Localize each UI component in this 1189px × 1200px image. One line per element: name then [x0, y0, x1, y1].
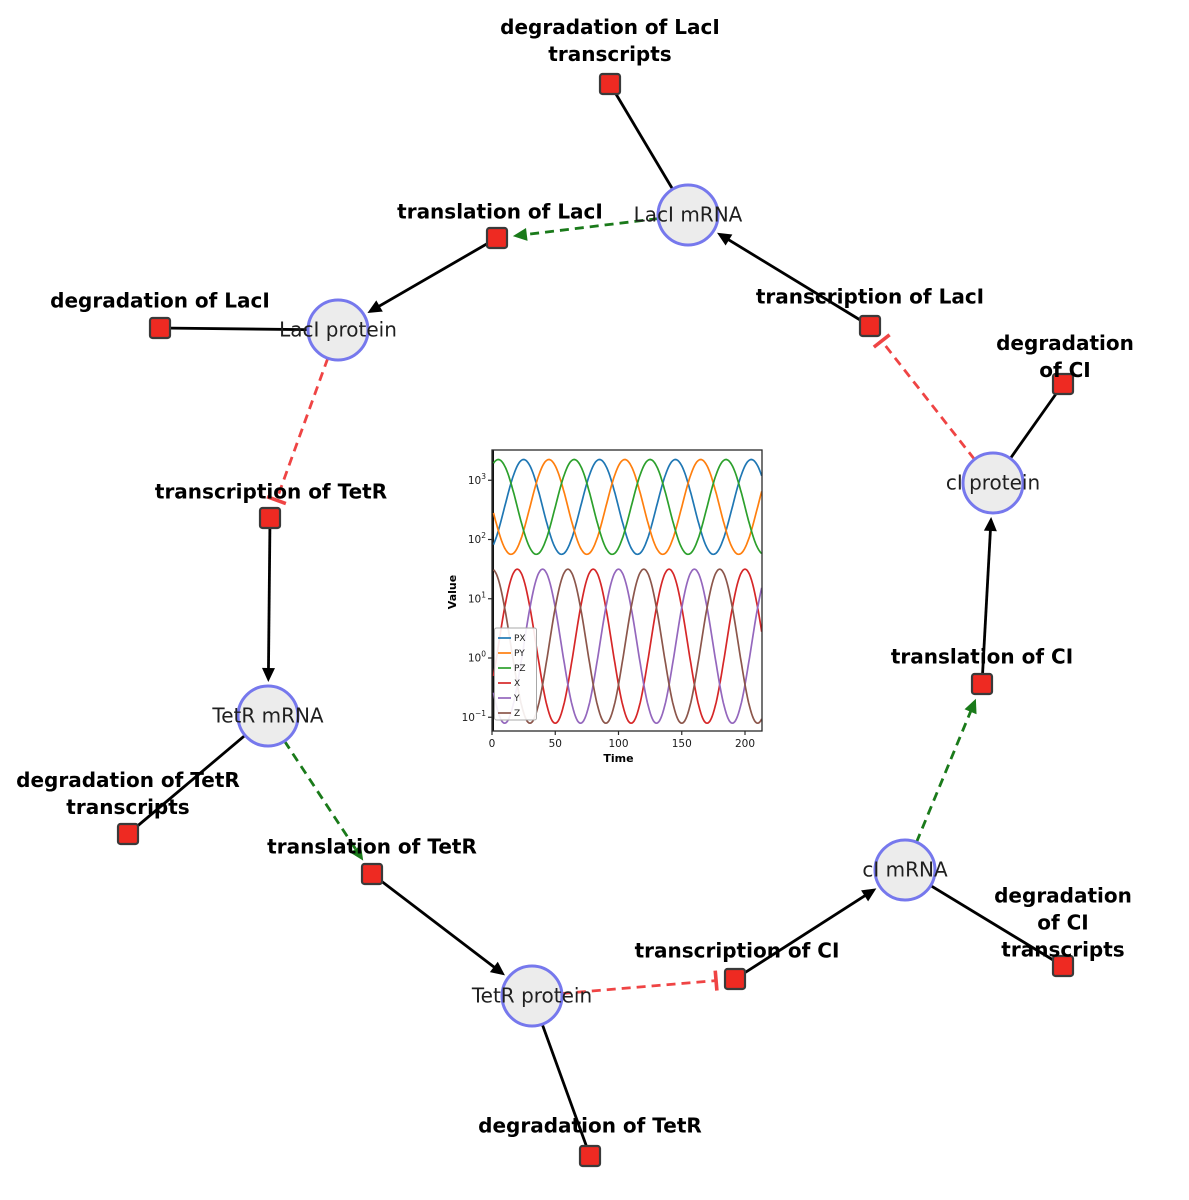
production-edge-tl-laci-to-laci-protein — [377, 236, 498, 309]
legend-label-pz: PZ — [514, 664, 526, 674]
legend-label-z: Z — [514, 709, 520, 719]
production-edge-tl-ci-to-ci-protein — [980, 528, 992, 685]
legend-label-y: Y — [513, 694, 520, 704]
x-tick-label: 150 — [672, 738, 692, 750]
production-edge-tc-ci-to-ci-mrna — [734, 893, 868, 981]
x-tick-label: 50 — [549, 738, 562, 750]
production-edge-tc-tetr-to-tetr-mrna — [267, 517, 272, 671]
species-node-ci-mrna — [873, 838, 937, 902]
series-curve-z — [492, 568, 762, 725]
reaction-node-tl-laci — [485, 226, 509, 250]
activation-edge-tetr-mrna-to-tl-tetr-arrowhead — [350, 845, 364, 861]
y-tick-label: 10−1 — [462, 709, 487, 724]
reaction-node-deg-ci-tx — [1051, 954, 1075, 978]
chart-curves — [492, 450, 762, 731]
legend-label-py: PY — [514, 649, 525, 659]
reaction-node-tc-laci — [858, 314, 882, 338]
species-node-ci-protein — [961, 451, 1025, 515]
production-edge-tl-tetr-to-tetr-protein-arrowhead — [489, 961, 505, 976]
activation-edge-laci-mrna-to-tl-laci-arrowhead — [512, 227, 528, 241]
y-tick-label: 103 — [468, 472, 486, 487]
species-node-tetr-mrna — [236, 684, 300, 748]
series-curve-pz — [492, 458, 762, 556]
species-node-laci-protein — [306, 298, 370, 362]
series-curve-y — [492, 568, 762, 725]
activation-edge-tetr-mrna-to-tl-tetr — [266, 715, 358, 852]
node-layer — [116, 72, 1075, 1168]
x-tick-label: 100 — [608, 738, 628, 750]
reaction-node-tl-ci — [970, 672, 994, 696]
reaction-node-deg-laci — [148, 316, 172, 340]
y-tick-label: 102 — [468, 531, 486, 546]
reaction-node-tl-tetr — [360, 862, 384, 886]
reaction-node-deg-tetr — [578, 1144, 602, 1168]
legend-label-x: X — [514, 679, 520, 689]
production-edge-tc-laci-to-laci-mrna-arrowhead — [717, 232, 733, 246]
reaction-node-deg-ci — [1051, 372, 1075, 396]
activation-edge-ci-mrna-to-tl-ci-arrowhead — [964, 698, 977, 715]
y-tick-label: 101 — [468, 590, 486, 605]
activation-edge-laci-mrna-to-tl-laci — [524, 213, 689, 237]
reaction-node-deg-tetr-tx — [116, 822, 140, 846]
legend-label-px: PX — [514, 634, 526, 644]
production-edge-tc-tetr-to-tetr-mrna-arrowhead — [261, 667, 275, 683]
reaction-node-deg-laci-tx — [598, 72, 622, 96]
production-edge-tc-laci-to-laci-mrna — [726, 237, 871, 328]
inhibition-edge-laci-protein-to-tc-tetr-tbar — [266, 495, 287, 506]
inhibition-edge-tetr-protein-to-tc-ci-tbar — [713, 970, 719, 991]
species-node-laci-mrna — [656, 183, 720, 247]
production-edge-tl-ci-to-ci-protein-arrowhead — [983, 516, 997, 532]
reaction-node-tc-ci — [723, 967, 747, 991]
y-tick-label: 100 — [468, 650, 486, 665]
inhibition-edge-ci-protein-to-tc-laci-tbar — [872, 333, 891, 349]
y-axis-title: Value — [446, 575, 459, 609]
production-edge-tc-ci-to-ci-mrna-arrowhead — [861, 888, 877, 902]
reaction-node-tc-tetr — [258, 506, 282, 530]
series-curve-py — [492, 458, 762, 556]
legend-box — [494, 627, 537, 721]
x-tick-label: 200 — [735, 738, 755, 750]
chart-frame — [491, 449, 763, 732]
production-edge-tl-laci-to-laci-protein-arrowhead — [367, 300, 383, 313]
species-node-tetr-protein — [500, 964, 564, 1028]
x-tick-label: 0 — [489, 738, 496, 750]
production-edge-tl-tetr-to-tetr-protein — [371, 872, 497, 970]
series-curve-x — [492, 568, 762, 725]
chart-legend: PX PY PZ XYZ — [494, 627, 537, 721]
x-axis-title: Time — [603, 752, 633, 765]
series-curve-px — [492, 458, 762, 556]
